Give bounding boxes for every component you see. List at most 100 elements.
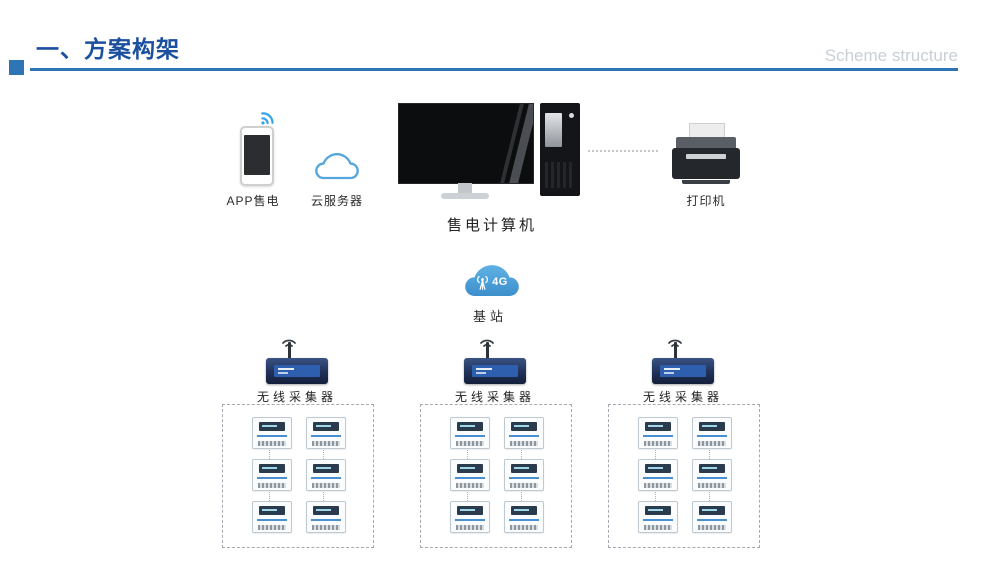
meter-accent-line xyxy=(311,477,341,479)
meter-terminals xyxy=(644,441,672,446)
meter-accent-line xyxy=(455,519,485,521)
printer-icon xyxy=(672,123,740,186)
computer-label: 售电计算机 xyxy=(446,217,537,234)
meter-accent-line xyxy=(697,477,727,479)
printer-tray xyxy=(682,180,730,184)
meter-terminals xyxy=(312,525,340,530)
tower-power-button xyxy=(569,113,574,118)
meter-accent-line xyxy=(257,519,287,521)
monitor-stand-neck xyxy=(458,183,472,193)
wireless-collector-icon xyxy=(648,337,718,387)
cloud-shape xyxy=(465,265,519,296)
meter-display xyxy=(699,506,725,515)
meter-grid xyxy=(609,405,759,533)
energy-meter xyxy=(306,501,346,533)
energy-meter xyxy=(450,459,490,491)
meter-display xyxy=(313,506,339,515)
4g-cloud-content: 4G xyxy=(457,270,527,294)
meter-display xyxy=(511,506,537,515)
meter-accent-line xyxy=(509,435,539,437)
cloud-server-label: 云服务器 xyxy=(310,194,363,208)
meter-terminals xyxy=(456,483,484,488)
page-subtitle: Scheme structure xyxy=(824,46,958,65)
meter-terminals xyxy=(456,525,484,530)
energy-meter xyxy=(450,417,490,449)
meter-accent-line xyxy=(697,435,727,437)
page-title: 一、方案构架 xyxy=(36,36,180,62)
energy-meter xyxy=(638,501,678,533)
meter-display xyxy=(457,464,483,473)
smartphone-icon xyxy=(240,126,274,186)
energy-meter xyxy=(252,501,292,533)
meter-display xyxy=(511,464,537,473)
energy-meter xyxy=(306,459,346,491)
phone-label: APP售电 xyxy=(226,194,280,208)
meter-accent-line xyxy=(509,477,539,479)
collector-antenna xyxy=(288,342,291,359)
energy-meter xyxy=(638,459,678,491)
energy-meter xyxy=(504,501,544,533)
collector-antenna xyxy=(674,342,677,359)
tower-drive-bay xyxy=(545,113,562,147)
meter-terminals xyxy=(698,525,726,530)
meter-display xyxy=(457,506,483,515)
meter-display xyxy=(511,422,537,431)
meter-box xyxy=(608,404,760,548)
meter-terminals xyxy=(258,525,286,530)
dotted-connector xyxy=(588,150,658,152)
energy-meter xyxy=(504,417,544,449)
meter-accent-line xyxy=(257,435,287,437)
meter-terminals xyxy=(644,525,672,530)
energy-meter xyxy=(638,417,678,449)
header-divider xyxy=(30,68,958,71)
energy-meter xyxy=(252,417,292,449)
header-accent-square xyxy=(9,60,24,75)
meter-display xyxy=(699,422,725,431)
meter-display xyxy=(645,506,671,515)
energy-meter xyxy=(306,417,346,449)
meter-display xyxy=(259,422,285,431)
antenna-tower-icon xyxy=(477,275,489,290)
meter-accent-line xyxy=(455,435,485,437)
collector-front-panel xyxy=(472,365,518,377)
collector-front-panel xyxy=(660,365,706,377)
collector-antenna xyxy=(486,342,489,359)
meter-accent-line xyxy=(643,435,673,437)
collector-front-panel xyxy=(274,365,320,377)
meter-display xyxy=(259,506,285,515)
meter-terminals xyxy=(644,483,672,488)
meter-terminals xyxy=(510,483,538,488)
meter-terminals xyxy=(258,441,286,446)
meter-accent-line xyxy=(643,477,673,479)
collector-label: 无线采集器 xyxy=(256,390,337,404)
wireless-collector-icon xyxy=(460,337,530,387)
collector-body xyxy=(464,358,526,384)
energy-meter xyxy=(504,459,544,491)
meter-terminals xyxy=(456,441,484,446)
cloud-server-icon xyxy=(315,153,359,180)
meter-accent-line xyxy=(643,519,673,521)
energy-meter xyxy=(252,459,292,491)
meter-display xyxy=(645,464,671,473)
4g-badge: 4G xyxy=(492,276,508,288)
meter-terminals xyxy=(312,483,340,488)
meter-accent-line xyxy=(311,519,341,521)
meter-display xyxy=(313,422,339,431)
meter-grid xyxy=(223,405,373,533)
meter-terminals xyxy=(258,483,286,488)
meter-terminals xyxy=(698,441,726,446)
4g-cloud-icon: 4G xyxy=(457,255,527,302)
printer-lid xyxy=(676,137,736,149)
meter-accent-line xyxy=(311,435,341,437)
meter-display xyxy=(313,464,339,473)
meter-terminals xyxy=(510,525,538,530)
meter-accent-line xyxy=(455,477,485,479)
meter-terminals xyxy=(312,441,340,446)
base-station-label: 基站 xyxy=(472,309,507,324)
energy-meter xyxy=(450,501,490,533)
wifi-signal-icon xyxy=(261,112,274,125)
tower-vents xyxy=(545,162,575,188)
meter-display xyxy=(457,422,483,431)
meter-display xyxy=(259,464,285,473)
printer-body xyxy=(672,148,740,179)
